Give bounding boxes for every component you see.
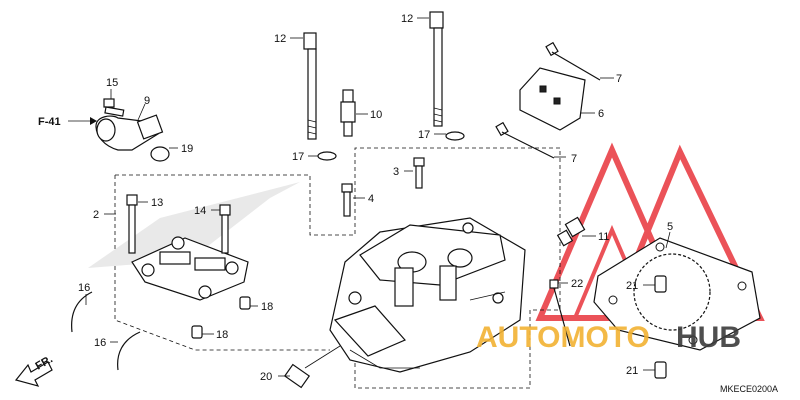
callout-19: 19 — [181, 143, 193, 155]
callout-18: 18 — [216, 329, 228, 341]
bolt-12-left — [303, 32, 317, 140]
watermark-text: AUTOMOTO HUB — [476, 321, 741, 354]
watermark-word-1: AUTOMOTO — [476, 321, 650, 354]
callout-16: 16 — [78, 282, 90, 294]
callout-21: 21 — [626, 280, 638, 292]
callout-13: 13 — [151, 197, 163, 209]
callout-9: 9 — [144, 95, 150, 107]
callout-6: 6 — [598, 108, 604, 120]
callout-21: 21 — [626, 365, 638, 377]
callout-4: 4 — [368, 193, 374, 205]
washer-17-left — [317, 151, 337, 161]
camshaft-holder — [88, 182, 300, 301]
reference-f41: F-41 — [38, 116, 97, 128]
callout-15: 15 — [106, 77, 118, 89]
callout-20: 20 — [260, 371, 272, 383]
valve-guide-4 — [341, 183, 353, 217]
callout-17: 17 — [292, 151, 304, 163]
callout-5: 5 — [667, 221, 673, 233]
bolt-14 — [219, 204, 231, 254]
callout-16: 16 — [94, 337, 106, 349]
callout-labels: 12 12 15 9 10 19 17 17 3 4 7 7 6 2 13 14… — [78, 13, 673, 383]
callout-3: 3 — [393, 166, 399, 178]
spark-plug — [340, 89, 356, 137]
dowel-pin-21-upper — [654, 275, 667, 293]
o-ring — [150, 146, 170, 162]
front-direction-indicator: FR. — [14, 353, 55, 387]
bolt-15 — [103, 98, 125, 117]
callout-10: 10 — [370, 109, 382, 121]
arrow-left-icon — [14, 361, 53, 387]
callout-17: 17 — [418, 129, 430, 141]
callout-7: 7 — [571, 153, 577, 165]
head-gasket — [593, 237, 761, 351]
stud-22 — [549, 279, 571, 347]
pin-7-upper — [545, 41, 601, 81]
temp-sensor — [556, 216, 586, 247]
dowel-pin-21-lower — [654, 361, 667, 379]
callout-11: 11 — [598, 231, 609, 243]
reference-label: F-41 — [38, 116, 61, 128]
watermark-word-2: HUB — [676, 321, 741, 354]
water-outlet-joint — [95, 114, 164, 151]
clip-16-lower — [117, 331, 141, 371]
dowel-pin-18-upper — [239, 296, 251, 310]
valve-guide-3 — [413, 157, 425, 189]
stud-bolt-20 — [283, 345, 341, 389]
cylinder-head — [329, 217, 526, 373]
bolt-13 — [126, 194, 138, 254]
callout-14: 14 — [194, 205, 206, 217]
callout-12: 12 — [401, 13, 413, 25]
cam-chain-tensioner — [519, 67, 586, 131]
clip-16-upper — [71, 291, 93, 333]
callout-12: 12 — [274, 33, 286, 45]
pin-7-lower — [495, 121, 555, 159]
callout-7: 7 — [616, 73, 622, 85]
dowel-pin-18-lower — [191, 325, 203, 339]
washer-17-right — [445, 131, 465, 141]
bolt-12-right — [429, 11, 444, 127]
callout-2: 2 — [93, 209, 99, 221]
callout-18: 18 — [261, 301, 273, 313]
diagram-code: MKECE0200A — [720, 384, 778, 394]
callout-22: 22 — [571, 278, 583, 290]
leader-lines — [85, 17, 671, 377]
